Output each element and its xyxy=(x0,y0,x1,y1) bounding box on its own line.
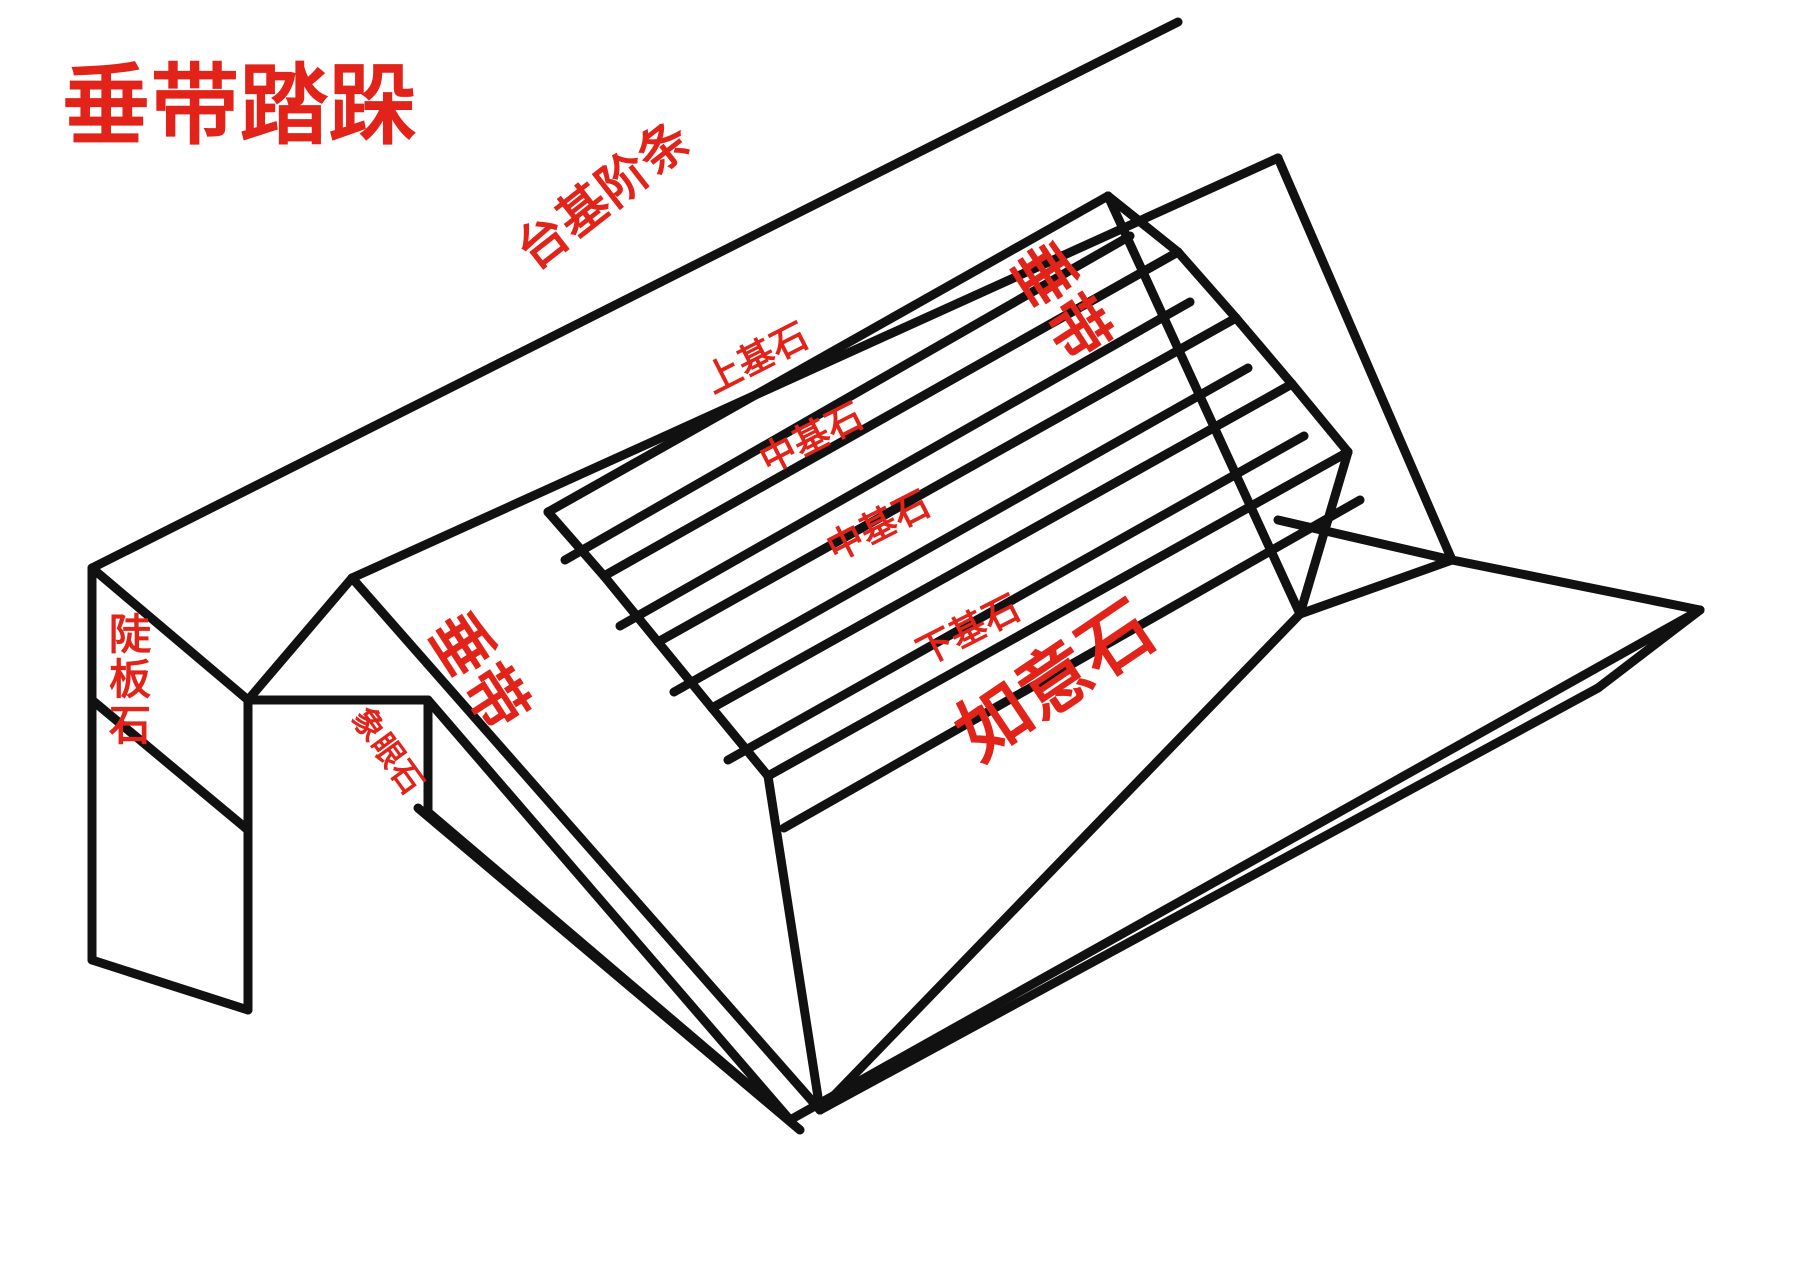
dou-ban-block-top-ridge xyxy=(87,563,253,705)
step5-nose xyxy=(1295,447,1353,619)
step3-riser xyxy=(653,313,1241,647)
step1-inner-parallel xyxy=(560,231,1135,565)
step4-left-return xyxy=(707,703,773,781)
chuidai-right-inner-edge xyxy=(1103,191,1305,619)
step3-nose xyxy=(1231,313,1297,389)
step3-left-return xyxy=(653,637,717,713)
step2-nose xyxy=(1173,247,1241,323)
dou-ban-shi-char-3: 石 xyxy=(108,700,151,750)
step4-inner-parallel xyxy=(723,431,1309,765)
step4-riser xyxy=(707,379,1297,713)
chuidai-right-base-run xyxy=(1593,605,1705,693)
chuidai-left-bottom-rail xyxy=(785,605,1705,1125)
step4-nose xyxy=(1287,379,1353,457)
chuidai-right-bottom-run xyxy=(1447,555,1705,615)
dou-ban-block-front xyxy=(87,955,253,1015)
step2-inner-parallel xyxy=(615,297,1195,631)
step3-inner-parallel xyxy=(669,363,1253,697)
chuidai-right-lower-edge xyxy=(1273,515,1457,565)
chuidai-right-outer-edge xyxy=(1273,153,1457,565)
label-dou-ban-shi: 陡 板 石 xyxy=(104,612,156,748)
step2-riser xyxy=(599,247,1183,581)
step5-riser xyxy=(763,447,1353,781)
ruyi-stone-back-edge xyxy=(1295,555,1457,619)
dou-ban-shi-char-1: 陡 xyxy=(108,610,151,659)
step1-left-return xyxy=(543,507,609,581)
dou-ban-shi-char-2: 板 xyxy=(108,655,151,705)
xiangyan-face-diagonal xyxy=(423,807,795,1125)
chuidai-left-top-edge xyxy=(347,573,825,1115)
dou-ban-block-upper-edge xyxy=(243,573,357,705)
step5-tread-run xyxy=(815,609,1305,1115)
dou-ban-inner-vertical xyxy=(87,695,253,835)
ruyi-stone-front-edge xyxy=(815,683,1603,1115)
chuidai-left-inner-edge xyxy=(423,695,795,1125)
step1-riser xyxy=(543,191,1113,517)
step2-left-return xyxy=(599,571,663,647)
step5-left-return xyxy=(763,771,825,1115)
step5-inner-parallel xyxy=(779,495,1365,833)
step1-tread xyxy=(1103,191,1183,257)
figure-title: 垂带踏跺 xyxy=(62,54,418,157)
platform-top-edge-line xyxy=(87,17,1183,573)
